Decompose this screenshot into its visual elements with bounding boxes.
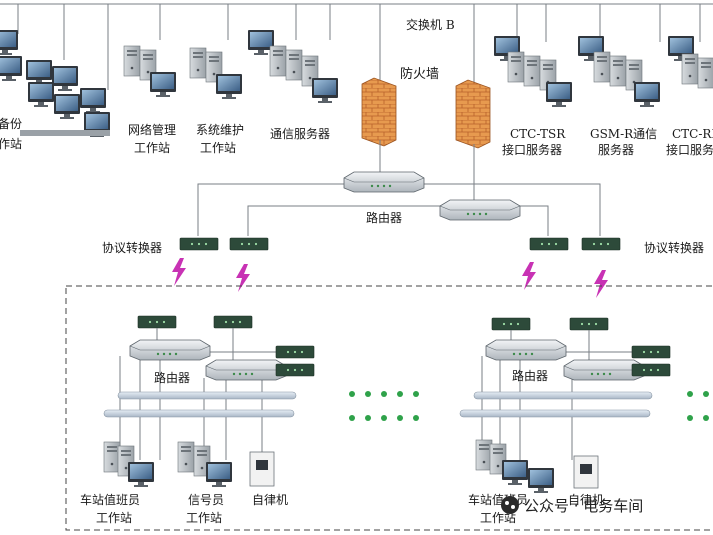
ctc-re-label-line1: CTC-RE [672,127,713,141]
netmgmt-label-line1: 网络管理 [128,122,176,137]
gsmr-label-line1: GSM-R通信 [590,127,657,141]
system-maintenance-workstation [189,47,242,99]
ctc-tsr-servers [494,36,572,107]
router-top-label: 路由器 [366,210,402,225]
sysmaint-label-line2: 工作站 [200,141,236,155]
gsmr-label-line2: 服务器 [598,142,634,157]
autonomous-right-label: 自律机 [568,493,604,507]
signal-label-line1: 信号员 [188,493,224,507]
router-right-label: 路由器 [512,368,548,383]
backup-label-line1: 备份 [0,117,22,131]
more-stations-dots [349,391,709,421]
station-boundary [65,285,713,531]
wireless-link-2 [236,264,250,292]
protocol-converter-label-left: 协议转换器 [102,240,162,255]
wechat-icon [501,496,519,514]
network-management-workstation [123,45,176,97]
autonomous-left-label: 自律机 [252,493,288,507]
station-right-label-line2: 工作站 [480,511,516,525]
protocol-converter-label-right: 协议转换器 [644,240,704,255]
protocol-converter-3 [529,237,569,251]
signal-label-line2: 工作站 [186,511,222,525]
labels: 交换机 B 防火墙 备份 作站 网络管理 工作站 系统维护 工作站 通信服务器 … [0,17,713,525]
wireless-link-4 [594,270,608,298]
wireless-link-1 [172,258,186,286]
firewall-label: 防火墙 [400,66,439,82]
netmgmt-label-line2: 工作站 [134,141,170,155]
ctc-tsr-label-line2: 接口服务器 [502,142,562,157]
communication-servers [248,30,338,103]
gsmr-servers [578,36,660,107]
station-left-label-line2: 工作站 [96,511,132,525]
protocol-converter-4 [581,237,621,251]
top-trunk [0,3,713,90]
station-left-label-line1: 车站值班员 [80,492,140,507]
station-right-label-line1: 车站值班员 [468,492,528,507]
ctc-tsr-label-line1: CTC-TSR [510,127,566,141]
backup-workstation-wall [0,30,110,137]
watermark: 公众号 · 电务车间 [501,496,643,515]
firewall-left [361,77,397,147]
top-routing [197,140,601,236]
router-top-2 [439,199,521,221]
switch-b-label: 交换机 B [406,17,455,32]
sysmaint-label-line1: 系统维护 [196,123,244,137]
station-left [103,315,315,487]
ctc-re-servers [668,36,713,89]
comm-server-label: 通信服务器 [270,126,330,141]
backup-label-line2: 作站 [0,137,22,151]
watermark-text: 公众号 · 电务车间 [524,497,643,515]
station-right [459,317,671,493]
router-left-label: 路由器 [154,370,190,385]
firewall-right [455,79,491,149]
router-top-1 [343,171,425,193]
ctc-re-label-line2: 接口服务 [666,142,713,157]
protocol-converter-1 [179,237,219,251]
protocol-converter-2 [229,237,269,251]
